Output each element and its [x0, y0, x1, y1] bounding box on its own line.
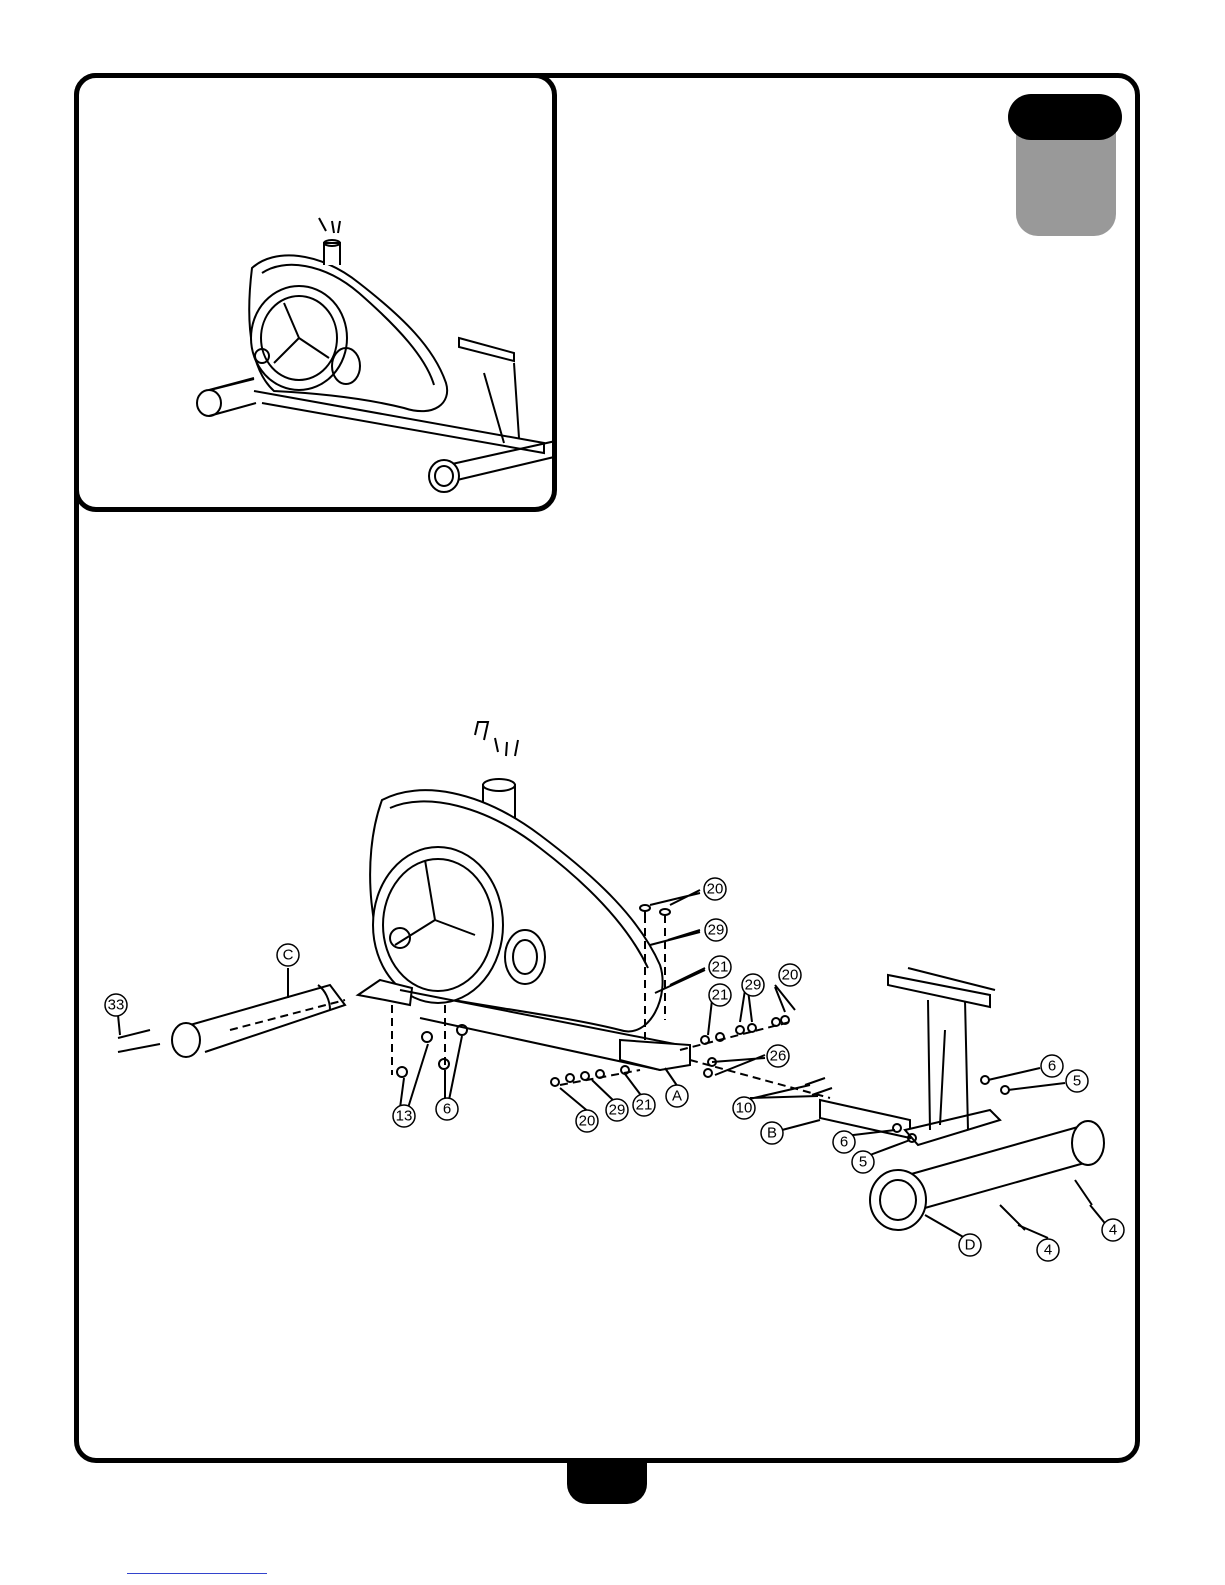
handle-upright [928, 1000, 968, 1130]
callout-29: 29 [609, 1102, 626, 1119]
rear-stabilizer-cap-right [1072, 1121, 1104, 1165]
callout-B: B [767, 1125, 777, 1142]
handle-seat-bar [888, 975, 990, 1007]
callout-6: 6 [840, 1134, 848, 1151]
callout-D: D [965, 1237, 976, 1254]
callout-13: 13 [396, 1108, 413, 1125]
callout-21: 21 [636, 1097, 653, 1114]
callout-5: 5 [859, 1154, 867, 1171]
callout-20: 20 [782, 967, 799, 984]
callout-4: 4 [1044, 1242, 1052, 1259]
flywheel-cover [373, 847, 503, 1003]
callout-21: 21 [712, 987, 729, 1004]
bolts-33 [118, 1030, 160, 1052]
console-wires [475, 722, 518, 756]
front-stabilizer-end [172, 1023, 200, 1057]
callout-20: 20 [579, 1113, 596, 1130]
callout-A: A [672, 1088, 682, 1105]
callout-4: 4 [1109, 1222, 1117, 1239]
callout-6: 6 [443, 1101, 451, 1118]
callout-29: 29 [745, 977, 762, 994]
frame-rear-tube [620, 1040, 690, 1070]
callout-33: 33 [108, 997, 125, 1014]
front-stabilizer-tube [190, 985, 345, 1052]
callout-10: 10 [736, 1100, 753, 1117]
callout-21: 21 [712, 959, 729, 976]
callout-C: C [283, 947, 294, 964]
callout-29: 29 [708, 922, 725, 939]
callout-5: 5 [1073, 1073, 1081, 1090]
callout-6: 6 [1048, 1058, 1056, 1075]
callout-26: 26 [770, 1048, 787, 1065]
callout-20: 20 [707, 881, 724, 898]
bolts-4 [1000, 1180, 1092, 1230]
